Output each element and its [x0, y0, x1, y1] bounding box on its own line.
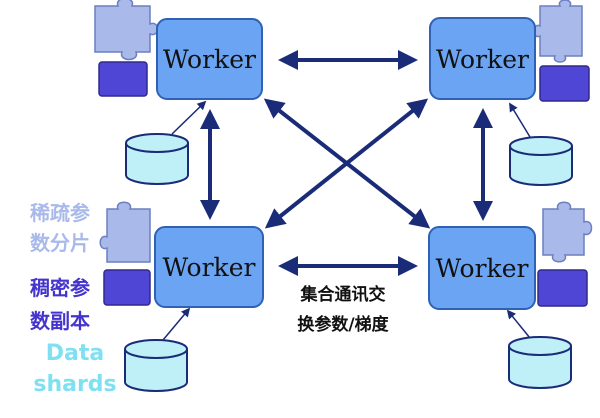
legend-dense-line2: 数副本 — [30, 309, 90, 333]
worker-node-top-left: Worker — [156, 18, 263, 100]
worker-node-top-right: Worker — [429, 17, 536, 100]
worker-label: Worker — [436, 254, 529, 283]
data-feed-arrow — [506, 309, 531, 339]
collective-caption-line1: 集合通讯交 — [300, 284, 386, 305]
data-feed-arrow — [509, 102, 531, 138]
database-cylinder-icon — [508, 336, 572, 389]
data-feed-arrow — [171, 100, 207, 135]
legend-data-line2: shards — [33, 372, 116, 397]
comm-arrow-diagonal-up — [264, 98, 429, 229]
puzzle-piece-icon — [99, 201, 151, 263]
puzzle-piece-icon — [533, 0, 583, 63]
dense-block-icon — [539, 65, 590, 102]
collective-caption-line2: 换参数/梯度 — [297, 314, 389, 335]
database-cylinder-icon — [509, 136, 573, 186]
legend-sparse-line1: 稀疏参 — [30, 201, 90, 225]
dense-block-icon — [98, 61, 148, 97]
legend-dense-line1: 稠密参 — [30, 276, 90, 300]
legend-data-line1: Data — [46, 341, 104, 366]
puzzle-piece-icon — [94, 0, 159, 61]
dense-block-icon — [537, 269, 588, 307]
worker-node-bottom-left: Worker — [154, 226, 264, 308]
worker-node-bottom-right: Worker — [428, 226, 536, 310]
legend-sparse-line2: 数分片 — [30, 231, 90, 255]
puzzle-piece-icon — [542, 201, 593, 263]
worker-label: Worker — [436, 45, 529, 74]
database-cylinder-icon — [125, 133, 189, 185]
dense-block-icon — [103, 269, 151, 306]
database-cylinder-icon — [124, 339, 188, 392]
worker-label: Worker — [163, 45, 256, 74]
worker-label: Worker — [163, 253, 256, 282]
data-feed-arrow — [162, 307, 191, 341]
